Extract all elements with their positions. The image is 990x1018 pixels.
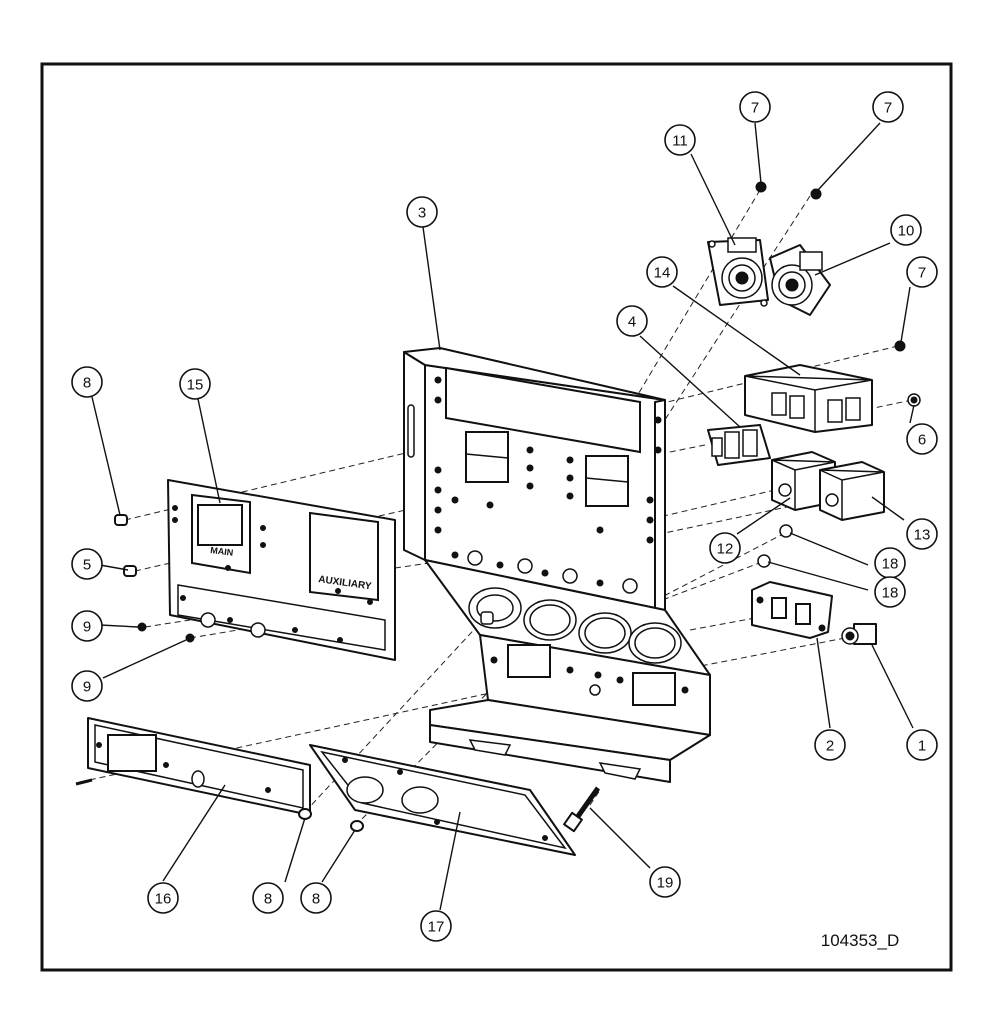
callout-circle	[420, 910, 452, 942]
callout-circle	[300, 882, 332, 914]
callout-label: 2	[826, 738, 834, 755]
callout-circle	[739, 91, 771, 123]
callout-c10: 10	[890, 214, 922, 246]
callout-circle	[71, 366, 103, 398]
callout-c16: 16	[147, 882, 179, 914]
callout-c2: 2	[814, 729, 846, 761]
callout-label: 3	[418, 205, 426, 222]
callout-label: 8	[264, 891, 272, 908]
callout-label: 1	[918, 738, 926, 755]
callout-label: 15	[187, 377, 204, 394]
callout-circle	[646, 256, 678, 288]
callout-label: 13	[914, 527, 931, 544]
main-mounting-panel	[403, 347, 666, 611]
callout-circle	[71, 670, 103, 702]
callout-circle	[616, 305, 648, 337]
callout-label: 7	[751, 100, 759, 117]
callout-label: 4	[628, 314, 636, 331]
callout-label: 14	[654, 265, 671, 282]
callout-circle	[406, 196, 438, 228]
callout-circle	[71, 548, 103, 580]
callout-circle	[147, 882, 179, 914]
callout-label: 11	[672, 133, 688, 150]
callout-label: 7	[884, 100, 892, 117]
callout-c1: 1	[906, 729, 938, 761]
callout-circle	[179, 368, 211, 400]
callout-circle	[709, 532, 741, 564]
callout-c7a: 7	[739, 91, 771, 123]
callout-label: 8	[312, 891, 320, 908]
callout-label: 8	[83, 375, 91, 392]
callout-label: 6	[918, 432, 926, 449]
callout-label: 18	[882, 585, 899, 602]
callout-c9a: 9	[71, 610, 103, 642]
callout-c5: 5	[71, 548, 103, 580]
callout-label: 12	[717, 541, 734, 558]
angled-outlet-plate	[424, 559, 711, 676]
callout-circle	[252, 882, 284, 914]
duplex-outlet	[751, 581, 833, 639]
callout-c19: 19	[649, 866, 681, 898]
receptacle-10	[769, 244, 831, 316]
callout-c12: 12	[709, 532, 741, 564]
block-13	[819, 461, 885, 521]
callout-circle	[906, 729, 938, 761]
hardware	[75, 181, 921, 833]
callout-circle	[71, 610, 103, 642]
callout-c8c: 8	[300, 882, 332, 914]
callout-circle	[664, 124, 696, 156]
callout-label: 18	[882, 556, 899, 573]
callout-circle	[874, 576, 906, 608]
callout-c17: 17	[420, 910, 452, 942]
callout-c7c: 7	[906, 256, 938, 288]
callout-label: 5	[83, 557, 91, 574]
callout-circle	[890, 214, 922, 246]
callout-c8b: 8	[252, 882, 284, 914]
main-panel-label: MAIN	[210, 545, 234, 558]
callout-label: 19	[657, 875, 674, 892]
callout-circle	[906, 423, 938, 455]
lower-cover-plate	[87, 717, 311, 816]
callout-circle	[814, 729, 846, 761]
small-breaker	[707, 424, 771, 466]
callout-circle	[906, 518, 938, 550]
callout-label: 10	[898, 223, 915, 240]
callout-c8a: 8	[71, 366, 103, 398]
callout-label: 9	[83, 619, 91, 636]
callout-c11: 11	[664, 124, 696, 156]
callout-circle	[872, 91, 904, 123]
callout-label: 7	[918, 265, 926, 282]
callout-c15: 15	[179, 368, 211, 400]
double-breaker	[744, 364, 873, 433]
receptacle-11	[707, 237, 769, 307]
front-panel-cover: MAIN AUXILIARY	[167, 479, 396, 661]
callout-c4: 4	[616, 305, 648, 337]
callout-label: 17	[428, 919, 445, 936]
callout-c13: 13	[906, 518, 938, 550]
callout-label: 16	[155, 891, 172, 908]
callout-circle	[906, 256, 938, 288]
callout-c7b: 7	[872, 91, 904, 123]
callout-circle	[649, 866, 681, 898]
leader-lines	[91, 122, 915, 911]
callout-c14: 14	[646, 256, 678, 288]
document-number: 104353_D	[821, 931, 899, 950]
toggle-switch	[841, 623, 877, 645]
callout-label: 9	[83, 679, 91, 696]
callout-c3: 3	[406, 196, 438, 228]
callout-c9b: 9	[71, 670, 103, 702]
outlet-cover-plate	[309, 744, 576, 856]
callout-c6: 6	[906, 423, 938, 455]
lower-bracket	[429, 634, 711, 783]
callout-c18b: 18	[874, 576, 906, 608]
callout-c18a: 18	[874, 547, 906, 579]
drawing-frame	[40, 62, 953, 972]
